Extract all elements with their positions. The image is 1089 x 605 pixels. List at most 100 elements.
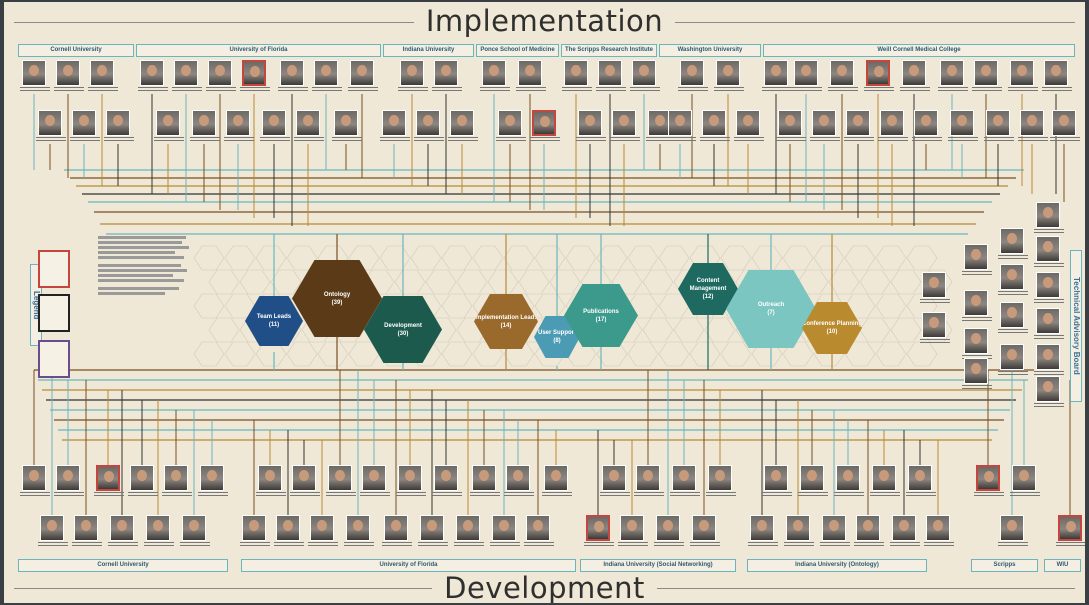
person-photo-icon <box>434 465 458 491</box>
person-caption <box>576 137 606 143</box>
group-indiana-ontology-bottom: Indiana University (Ontology) <box>747 559 927 572</box>
background-hex <box>224 341 256 367</box>
background-hex <box>720 341 752 367</box>
person-caption <box>762 492 792 498</box>
person-caption <box>418 542 448 548</box>
background-hex <box>890 317 922 343</box>
background-hex <box>627 341 659 367</box>
hex-team-leads-label: Team Leads <box>256 314 292 320</box>
person-photo-icon <box>1000 344 1024 370</box>
person-photo-icon <box>908 465 932 491</box>
person-photo-icon <box>1036 344 1060 370</box>
person-photo-icon <box>292 465 316 491</box>
background-hex <box>286 341 318 367</box>
person-caption <box>20 492 50 498</box>
background-hex <box>689 341 721 367</box>
person-photo-icon <box>242 60 266 86</box>
person-photo-icon <box>680 60 704 86</box>
background-hex <box>627 245 659 271</box>
person-caption <box>962 385 992 391</box>
person-photo-icon <box>668 110 692 136</box>
person-caption <box>998 371 1028 377</box>
person-photo-icon <box>296 110 320 136</box>
person-caption <box>974 492 1004 498</box>
person-caption <box>562 87 592 93</box>
person-caption <box>984 137 1014 143</box>
person-caption <box>172 87 202 93</box>
person-photo-icon <box>1036 308 1060 334</box>
person-caption <box>396 492 426 498</box>
person-photo-icon <box>334 110 358 136</box>
person-caption <box>240 87 270 93</box>
person-caption <box>398 87 428 93</box>
background-hex <box>875 245 907 271</box>
top-rule <box>14 22 1075 23</box>
person-photo-icon <box>736 110 760 136</box>
person-photo-icon <box>90 60 114 86</box>
person-photo-icon <box>602 465 626 491</box>
background-hex <box>673 317 705 343</box>
person-caption <box>490 542 520 548</box>
hex-development-label: Development <box>384 322 422 329</box>
person-caption <box>36 137 66 143</box>
person-photo-icon <box>794 60 818 86</box>
person-photo-icon <box>656 515 680 541</box>
person-photo-icon <box>146 515 170 541</box>
person-photo-icon <box>416 110 440 136</box>
person-photo-icon <box>800 465 824 491</box>
person-caption <box>1034 263 1064 269</box>
person-photo-icon <box>880 110 904 136</box>
hex-content-management-label: Content Management <box>689 278 727 292</box>
person-photo-icon <box>22 60 46 86</box>
person-photo-icon <box>106 110 130 136</box>
person-photo-icon <box>38 110 62 136</box>
background-hex <box>487 269 519 295</box>
background-hex <box>193 245 225 271</box>
background-hex <box>859 269 891 295</box>
person-photo-icon <box>872 465 896 491</box>
person-caption <box>900 87 930 93</box>
person-caption <box>308 542 338 548</box>
person-photo-icon <box>384 515 408 541</box>
person-photo-icon <box>716 60 740 86</box>
advisory-board-title: Technical Advisory Board <box>1070 250 1082 402</box>
person-caption <box>278 87 308 93</box>
person-photo-icon <box>182 515 206 541</box>
person-photo-icon <box>518 60 542 86</box>
background-hex <box>565 245 597 271</box>
person-caption <box>38 542 68 548</box>
person-photo-icon <box>964 328 988 354</box>
background-hex <box>534 245 566 271</box>
background-hex <box>704 317 736 343</box>
person-photo-icon <box>976 465 1000 491</box>
person-caption <box>190 137 220 143</box>
group-cornell-bottom: Cornell University <box>18 559 228 572</box>
background-hex <box>348 245 380 271</box>
person-photo-icon <box>564 60 588 86</box>
group-cornell-top: Cornell University <box>18 44 134 57</box>
person-photo-icon <box>156 110 180 136</box>
background-hex <box>348 341 380 367</box>
background-hex <box>208 269 240 295</box>
background-hex <box>534 293 566 319</box>
person-caption <box>630 87 660 93</box>
person-caption <box>198 492 228 498</box>
background-hex <box>720 245 752 271</box>
background-hex <box>441 293 473 319</box>
person-photo-icon <box>532 110 556 136</box>
hex-implementation-leads-count: (14) <box>500 322 512 329</box>
person-photo-icon <box>174 60 198 86</box>
background-hex <box>394 269 426 295</box>
person-caption <box>610 137 640 143</box>
person-caption <box>312 87 342 93</box>
person-caption <box>524 542 554 548</box>
background-hex <box>751 245 783 271</box>
hex-publications-label: Publications <box>583 308 619 315</box>
group-indiana-social-bottom: Indiana University (Social Networking) <box>580 559 736 572</box>
background-hex <box>844 245 876 271</box>
background-hex <box>441 245 473 271</box>
group-washington-top: Washington University <box>659 44 761 57</box>
person-caption <box>180 542 210 548</box>
person-caption <box>380 137 410 143</box>
person-photo-icon <box>56 465 80 491</box>
